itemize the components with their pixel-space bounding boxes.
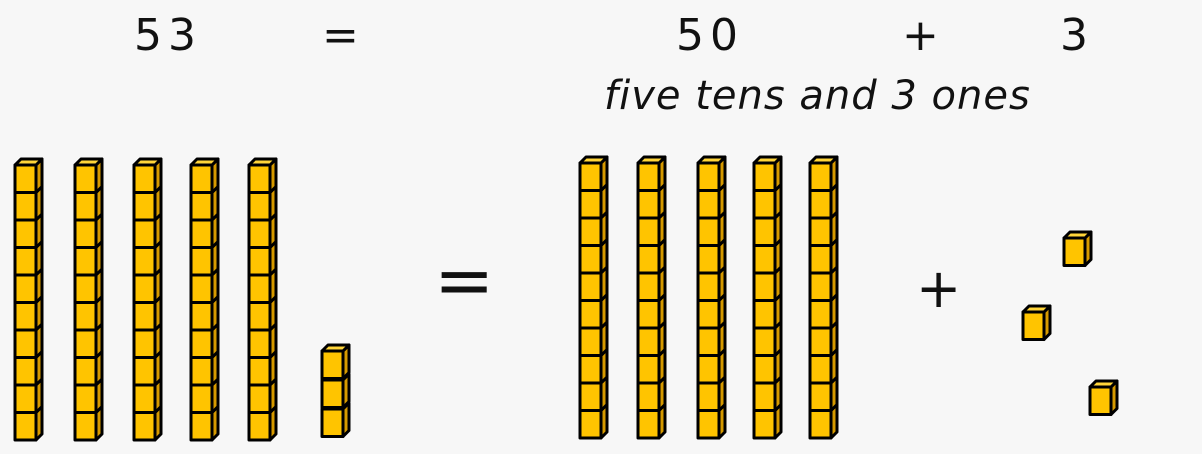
tens-rod xyxy=(636,155,667,440)
plus-sign-top: + xyxy=(902,10,945,61)
tens-rod xyxy=(73,157,104,442)
tens-rod xyxy=(578,155,609,440)
plus-sign-blocks: + xyxy=(916,257,962,320)
ones-cube xyxy=(1062,230,1093,267)
tens-rod xyxy=(752,155,783,440)
total-number: 53 xyxy=(134,10,202,61)
ones-cube xyxy=(1021,304,1052,341)
ones-stack xyxy=(320,343,351,438)
right-base-ten-group xyxy=(578,155,1119,440)
tens-value: 50 xyxy=(676,10,744,61)
ones-value: 3 xyxy=(1060,10,1094,61)
tens-rod xyxy=(189,157,220,442)
tens-rod xyxy=(13,157,44,442)
tens-rod xyxy=(247,157,278,442)
tens-rod xyxy=(808,155,839,440)
tens-rod xyxy=(696,155,727,440)
ones-cube xyxy=(1088,379,1119,416)
left-base-ten-group xyxy=(13,157,351,442)
equals-sign-top: = xyxy=(322,10,365,61)
decomposition-caption: five tens and 3 ones xyxy=(604,73,1031,119)
equals-sign-blocks: = xyxy=(434,238,495,322)
tens-rod xyxy=(132,157,163,442)
